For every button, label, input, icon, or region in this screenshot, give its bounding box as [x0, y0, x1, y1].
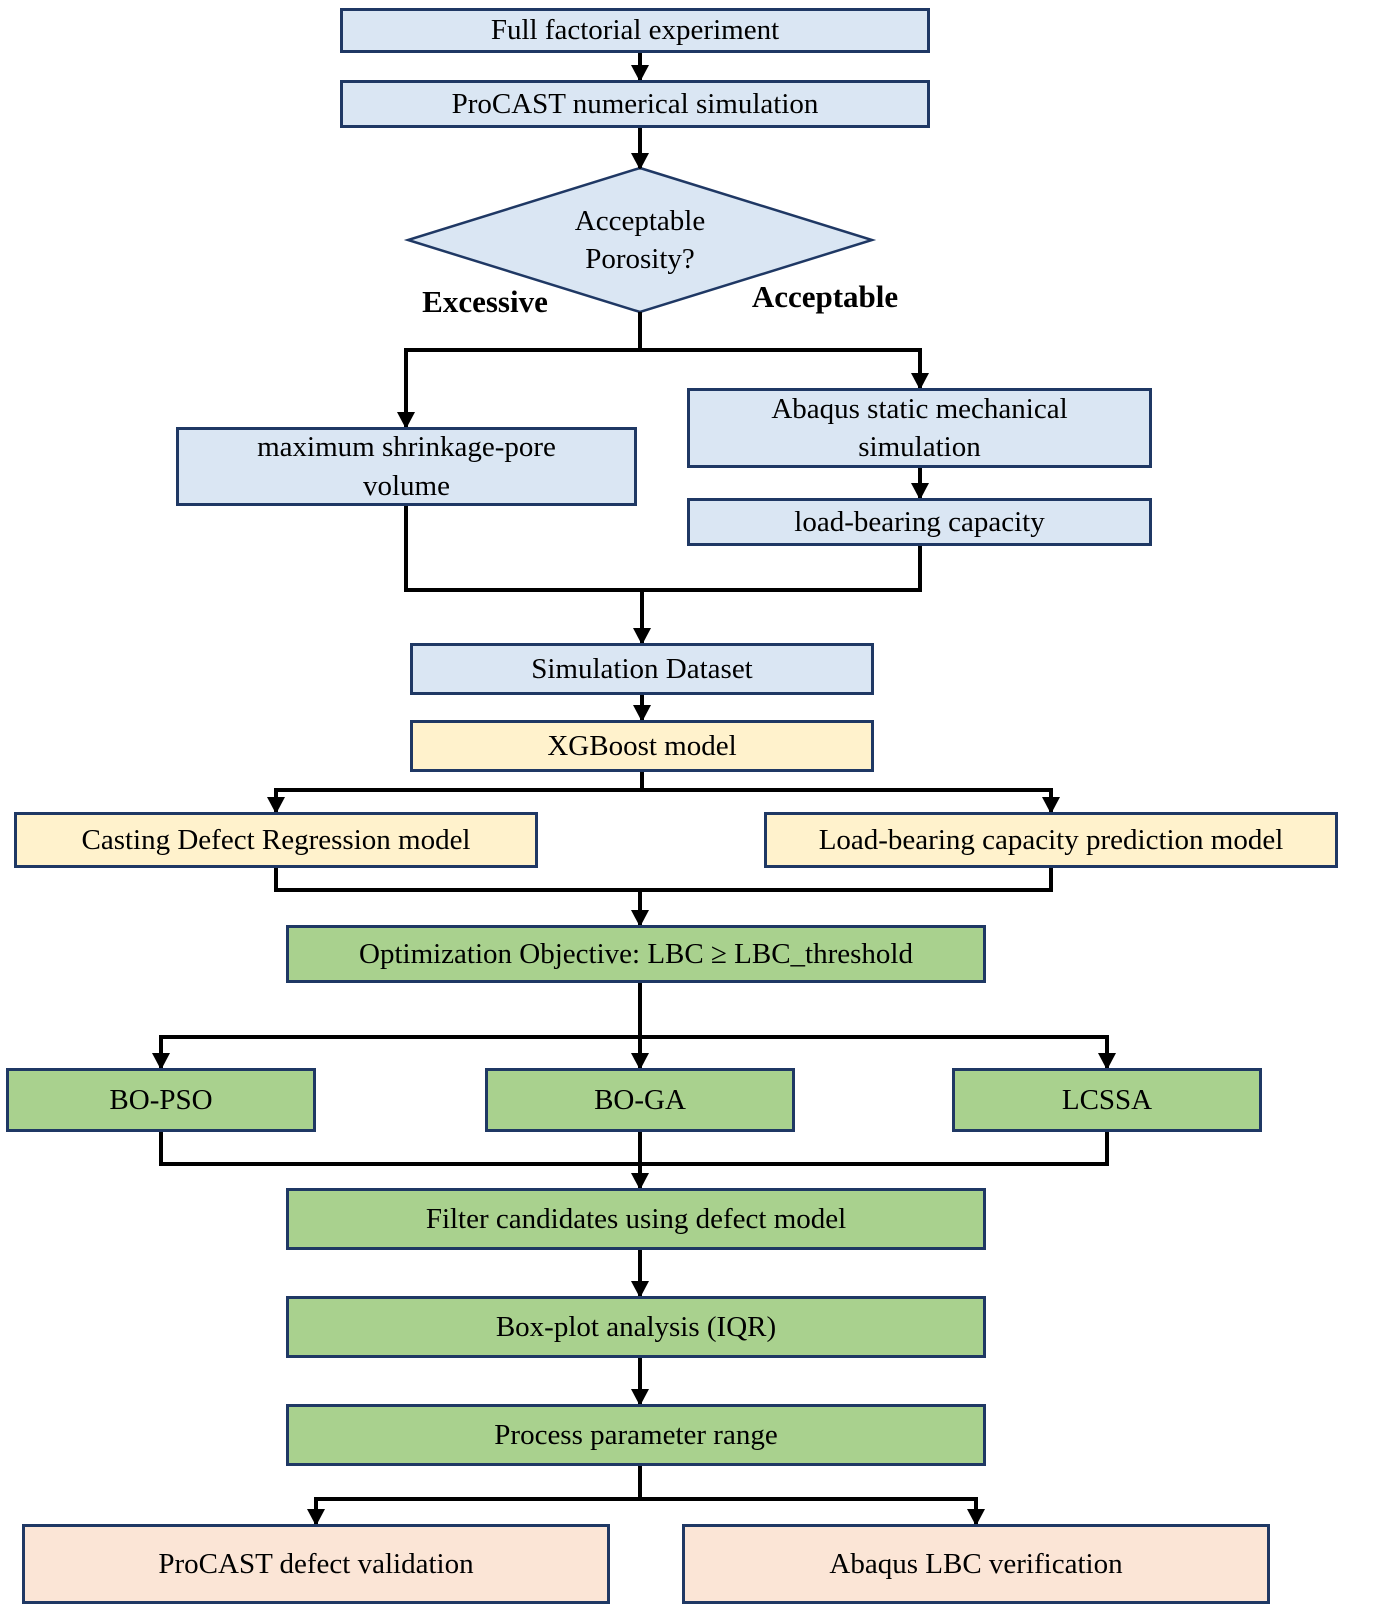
node-filter-candidates: Filter candidates using defect model [286, 1188, 986, 1250]
flow-edge-5 [404, 506, 642, 592]
node-procast-defect-validation: ProCAST defect validation [22, 1524, 610, 1604]
flow-edge-10 [642, 788, 1060, 814]
flow-edge-18 [640, 1132, 1109, 1166]
flow-edge-12 [640, 868, 1053, 892]
node-bo-ga: BO-GA [485, 1068, 795, 1132]
node-bo-pso: BO-PSO [6, 1068, 316, 1132]
node-optimization-objective: Optimization Objective: LBC ≥ LBC_thresh… [286, 925, 986, 983]
node-lcssa: LCSSA [952, 1068, 1262, 1132]
flow-edge-15 [640, 1035, 1116, 1070]
node-xgboost-model: XGBoost model [410, 720, 874, 772]
branch-label-excessive: Excessive [422, 284, 548, 319]
node-process-parameter-range: Process parameter range [286, 1404, 986, 1466]
node-load-bearing-capacity-prediction-model: Load-bearing capacity prediction model [764, 812, 1338, 868]
node-procast-numerical-simulation: ProCAST numerical simulation [340, 80, 930, 128]
node-maximum-shrinkage-pore-volume: maximum shrinkage-pore volume [176, 427, 637, 506]
node-simulation-dataset: Simulation Dataset [410, 643, 874, 695]
flow-edge-2 [397, 312, 642, 429]
flow-edge-22 [307, 1466, 642, 1526]
node-box-plot-analysis: Box-plot analysis (IQR) [286, 1296, 986, 1358]
node-load-bearing-capacity: load-bearing capacity [687, 498, 1152, 546]
flow-edge-9 [267, 772, 644, 814]
node-abaqus-lbc-verification: Abaqus LBC verification [682, 1524, 1270, 1604]
node-acceptable-porosity-decision: Acceptable Porosity? [574, 204, 706, 275]
flow-edge-23 [640, 1497, 985, 1526]
flow-edge-14 [152, 983, 642, 1070]
node-casting-defect-regression-model: Casting Defect Regression model [14, 812, 538, 868]
node-full-factorial-experiment: Full factorial experiment [340, 8, 930, 53]
node-abaqus-static-mechanical-simulation: Abaqus static mechanical simulation [687, 388, 1152, 468]
flow-edge-6 [642, 546, 922, 592]
flow-edge-3 [640, 348, 929, 390]
branch-label-acceptable: Acceptable [751, 279, 899, 314]
flow-edge-17 [159, 1132, 640, 1166]
flow-edge-11 [274, 868, 640, 892]
